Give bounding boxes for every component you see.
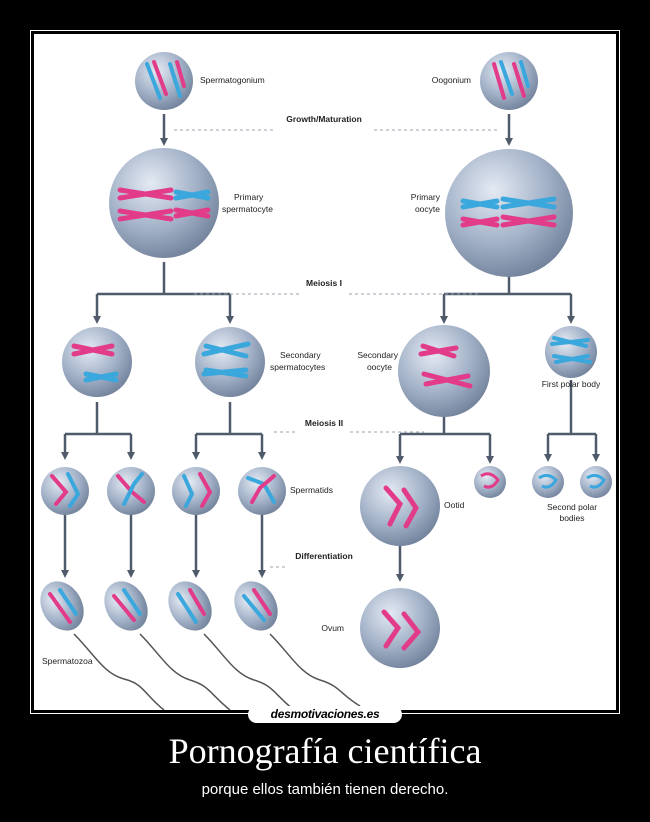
stage-dashed-lines	[174, 129, 499, 568]
second-polar-body-cell-b	[580, 466, 612, 498]
spermatid-cell-3	[172, 467, 220, 515]
stage-differentiation-label: Differentiation	[295, 551, 353, 561]
secondary-spermatocyte-cell-b	[195, 327, 265, 397]
second-polar-body-cell-a	[532, 466, 564, 498]
stage-meiosis2-label: Meiosis II	[305, 418, 343, 428]
secondary-oocyte-cell	[398, 325, 490, 417]
first-polar-body-label: First polar body	[542, 379, 601, 389]
spermatozoon-3	[168, 581, 295, 710]
primary-spermatocyte-cell	[109, 148, 219, 258]
primary-oocyte-label-1: Primary	[411, 192, 441, 202]
ootid-polar-body-cell	[474, 466, 506, 498]
ootid-label: Ootid	[444, 500, 465, 510]
second-polar-bodies-label-2: bodies	[559, 513, 584, 523]
ootid-cell	[360, 466, 440, 546]
ovum-label: Ovum	[321, 623, 344, 633]
connector-lines	[61, 114, 600, 582]
first-polar-body-cell	[545, 326, 597, 378]
poster-subtitle: porque ellos también tienen derecho.	[201, 781, 449, 798]
oogonium-label: Oogonium	[432, 75, 471, 85]
spermatid-cell-1	[41, 467, 89, 515]
secondary-oocyte-label-1: Secondary	[357, 350, 398, 360]
spermatozoon-2	[104, 581, 231, 710]
secondary-oocyte-label-2: oocyte	[367, 362, 392, 372]
primary-oocyte-cell	[445, 149, 573, 277]
spermatozoon-4	[234, 581, 361, 707]
oogonium-cell	[480, 52, 538, 110]
spermatid-cell-4	[238, 467, 286, 515]
secondary-spermatocytes-label-2: spermatocytes	[270, 362, 325, 372]
secondary-spermatocyte-cell-a	[62, 327, 132, 397]
second-polar-bodies-label-1: Second polar	[547, 502, 597, 512]
diagram-panel: Growth/Maturation Meiosis I Meiosis II D…	[34, 34, 616, 710]
primary-oocyte-label-2: oocyte	[415, 204, 440, 214]
poster-title: Pornografía científica	[168, 731, 482, 771]
stage-meiosis1-label: Meiosis I	[306, 278, 342, 288]
stage-growth-label: Growth/Maturation	[286, 114, 362, 124]
spermatozoon-1	[40, 581, 165, 710]
spermatogonium-cell	[135, 52, 193, 110]
primary-spermatocyte-label-2: spermatocyte	[222, 204, 273, 214]
spermatid-cell-2	[107, 467, 155, 515]
secondary-spermatocytes-label-1: Secondary	[280, 350, 321, 360]
gametogenesis-diagram: Growth/Maturation Meiosis I Meiosis II D…	[40, 52, 612, 710]
spermatids-label: Spermatids	[290, 485, 333, 495]
site-watermark: desmotivaciones.es	[248, 706, 402, 723]
spermatogonium-label: Spermatogonium	[200, 75, 265, 85]
ovum-cell	[360, 588, 440, 668]
spermatozoa-label: Spermatozoa	[42, 656, 93, 666]
primary-spermatocyte-label-1: Primary	[234, 192, 264, 202]
